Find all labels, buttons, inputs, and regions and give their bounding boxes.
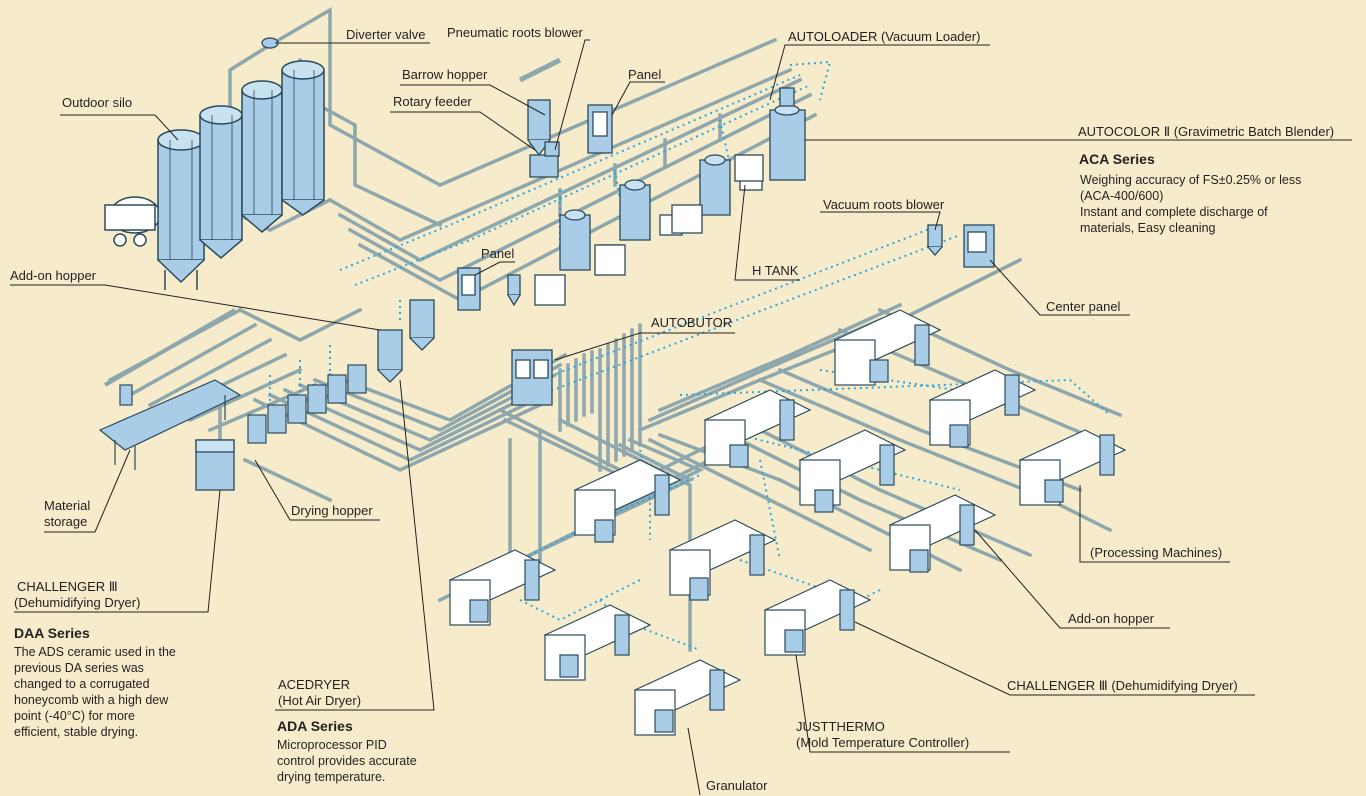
ada-line-3: drying temperature. <box>277 770 386 784</box>
material-storage-racks <box>98 308 242 470</box>
drying-hoppers <box>247 364 367 444</box>
machine-5 <box>798 429 907 513</box>
leader-lines <box>10 39 1352 796</box>
challenger-dryer-left <box>195 439 235 491</box>
label-challenger-right: CHALLENGER Ⅲ (Dehumidifying Dryer) <box>1007 678 1238 693</box>
aca-line-2: (ACA-400/600) <box>1080 189 1164 203</box>
panel-top-box <box>587 104 613 154</box>
silo-3 <box>241 80 283 233</box>
label-challenger-left-1: CHALLENGER Ⅲ <box>17 579 118 594</box>
silo-2 <box>199 105 243 259</box>
aca-line-3: Instant and complete discharge of <box>1080 205 1268 219</box>
autocolor-blenders <box>534 87 806 306</box>
daa-series-title: DAA Series <box>14 625 90 641</box>
label-justthermo-2: (Mold Temperature Controller) <box>796 735 970 750</box>
label-acedryer-1: ACEDRYER <box>278 677 351 692</box>
machine-8 <box>668 519 777 601</box>
daa-line-5: point (-40°C) for more <box>14 709 136 723</box>
silo-4 <box>281 60 325 216</box>
bulk-truck <box>104 196 161 247</box>
aca-series-title: ACA Series <box>1079 151 1155 167</box>
label-drying-hopper: Drying hopper <box>291 503 373 518</box>
aca-series-description: Weighing accuracy of FS±0.25% or less (A… <box>1080 172 1301 236</box>
label-granulator: Granulator <box>706 778 768 793</box>
label-add-on-hopper-left: Add-on hopper <box>10 268 97 283</box>
outdoor-silos <box>104 60 325 290</box>
daa-series-description: The ADS ceramic used in the previous DA … <box>14 644 176 740</box>
machine-12 <box>633 659 742 736</box>
label-pneumatic-roots-blower: Pneumatic roots blower <box>447 25 583 40</box>
label-autocolor: AUTOCOLOR Ⅱ (Gravimetric Batch Blender) <box>1078 124 1335 139</box>
autobutor-unit <box>511 349 553 406</box>
label-panel-top: Panel <box>628 67 662 82</box>
label-challenger-left-2: (Dehumidifying Dryer) <box>14 595 141 610</box>
label-processing-machines: (Processing Machines) <box>1090 545 1223 560</box>
daa-line-2: previous DA series was <box>14 661 144 675</box>
ada-line-2: control provides accurate <box>277 754 417 768</box>
label-center-panel: Center panel <box>1046 299 1121 314</box>
label-diverter-valve: Diverter valve <box>346 27 426 42</box>
label-acedryer-2: (Hot Air Dryer) <box>278 693 362 708</box>
machine-7 <box>573 459 682 543</box>
processing-machines <box>448 309 1127 736</box>
panel-mid-box <box>457 267 481 311</box>
label-material-storage-1: Material <box>44 498 91 513</box>
ada-series-description: Microprocessor PID control provides accu… <box>277 737 417 785</box>
label-add-on-hopper-right: Add-on hopper <box>1068 611 1155 626</box>
machine-6 <box>888 494 997 573</box>
blender-4 <box>734 87 806 182</box>
label-barrow-hopper: Barrow hopper <box>402 67 488 82</box>
machine-3 <box>1018 429 1127 506</box>
center-panel-box <box>963 224 995 268</box>
barrow-hopper-unit <box>518 57 562 178</box>
machine-9 <box>763 579 872 656</box>
label-justthermo-1: JUSTTHERMO <box>796 719 885 734</box>
machine-11 <box>543 604 652 681</box>
label-outdoor-silo: Outdoor silo <box>62 95 133 110</box>
add-on-hopper-group <box>377 274 521 383</box>
label-h-tank: H TANK <box>752 263 799 278</box>
vacuum-blower-unit <box>927 224 943 256</box>
label-panel-mid: Panel <box>481 246 515 261</box>
ada-series-title: ADA Series <box>277 718 353 734</box>
machine-1 <box>833 309 942 386</box>
daa-line-6: efficient, stable drying. <box>14 725 139 739</box>
aca-line-1: Weighing accuracy of FS±0.25% or less <box>1080 173 1302 187</box>
label-material-storage-2: storage <box>44 514 88 529</box>
aca-line-4: materials, Easy cleaning <box>1080 221 1216 235</box>
label-rotary-feeder: Rotary feeder <box>393 94 472 109</box>
silo-1 <box>157 129 205 290</box>
machine-10 <box>448 549 557 626</box>
daa-line-1: The ADS ceramic used in the <box>14 645 176 659</box>
machine-4 <box>703 389 812 468</box>
label-autobutor: AUTOBUTOR <box>651 315 733 330</box>
label-autoloader: AUTOLOADER (Vacuum Loader) <box>788 29 981 44</box>
ada-line-1: Microprocessor PID <box>277 738 387 752</box>
daa-line-4: honeycomb with a high dew <box>14 693 169 707</box>
daa-line-3: changed to a corrugated <box>14 677 150 691</box>
label-vacuum-roots-blower: Vacuum roots blower <box>823 197 945 212</box>
machine-2 <box>928 369 1037 448</box>
